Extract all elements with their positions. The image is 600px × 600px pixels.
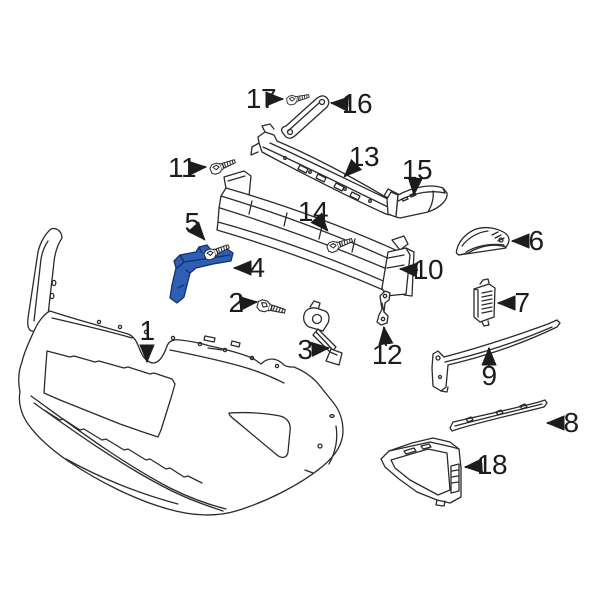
callout-18-label: 18 (476, 449, 508, 480)
callout-6-label: 6 (528, 225, 544, 256)
callout-5-label: 5 (184, 207, 200, 238)
part-4-bracket-highlighted[interactable] (169, 244, 234, 304)
callout-10-label: 10 (412, 254, 444, 285)
callout-14-label: 14 (297, 196, 329, 227)
part-17-bolt[interactable] (285, 91, 311, 107)
callout-2-label: 2 (228, 287, 244, 318)
callout-5[interactable]: 5 (184, 207, 200, 238)
part-6-side-bracket[interactable] (455, 226, 510, 256)
callout-17[interactable]: 17 (245, 83, 277, 114)
part-11-bolt[interactable] (208, 155, 238, 176)
callout-14[interactable]: 14 (297, 196, 329, 227)
callout-11-label: 11 (167, 152, 197, 183)
callout-7-label: 7 (514, 287, 530, 318)
callout-arrows (139, 91, 565, 474)
part-13-radiator-support-bar[interactable] (250, 123, 407, 218)
callout-16-label: 16 (341, 88, 373, 119)
callout-3-label: 3 (297, 334, 313, 365)
part-10-impact-bar[interactable] (216, 170, 415, 297)
callout-2[interactable]: 2 (228, 287, 244, 318)
callout-17-label: 17 (245, 83, 277, 114)
callout-12[interactable]: 12 (371, 339, 403, 370)
part-15-absorber[interactable] (386, 185, 448, 219)
part-1-bumper-cover[interactable] (18, 227, 344, 516)
part-3-lower-bracket[interactable] (303, 300, 343, 366)
part-7-side-support[interactable] (473, 278, 496, 327)
callout-7[interactable]: 7 (514, 287, 530, 318)
callout-8[interactable]: 8 (563, 407, 579, 438)
callout-4[interactable]: 4 (249, 252, 265, 283)
part-12-side-stay[interactable] (376, 290, 391, 326)
callout-6[interactable]: 6 (528, 225, 544, 256)
callout-11[interactable]: 11 (167, 152, 197, 183)
callout-8-label: 8 (563, 407, 579, 438)
part-8-lower-trim[interactable] (449, 399, 548, 432)
part-18-fog-bezel[interactable] (380, 437, 462, 507)
part-2-bolt[interactable] (255, 298, 287, 318)
callout-12-label: 12 (371, 339, 403, 370)
part-16-stay-bracket[interactable] (280, 95, 330, 139)
callout-16[interactable]: 16 (341, 88, 373, 119)
callout-1[interactable]: 1 (139, 315, 155, 346)
callout-18[interactable]: 18 (476, 449, 508, 480)
callout-4-label: 4 (249, 252, 265, 283)
callout-9[interactable]: 9 (481, 360, 497, 391)
callout-9-label: 9 (481, 360, 497, 391)
callout-3[interactable]: 3 (297, 334, 313, 365)
part-9-upper-trim[interactable] (431, 319, 561, 393)
callout-15[interactable]: 15 (401, 154, 433, 185)
callout-13-label: 13 (348, 141, 380, 172)
callout-13[interactable]: 13 (348, 141, 380, 172)
callout-15-label: 15 (401, 154, 433, 185)
callout-10[interactable]: 10 (412, 254, 444, 285)
callout-1-label: 1 (139, 315, 155, 346)
